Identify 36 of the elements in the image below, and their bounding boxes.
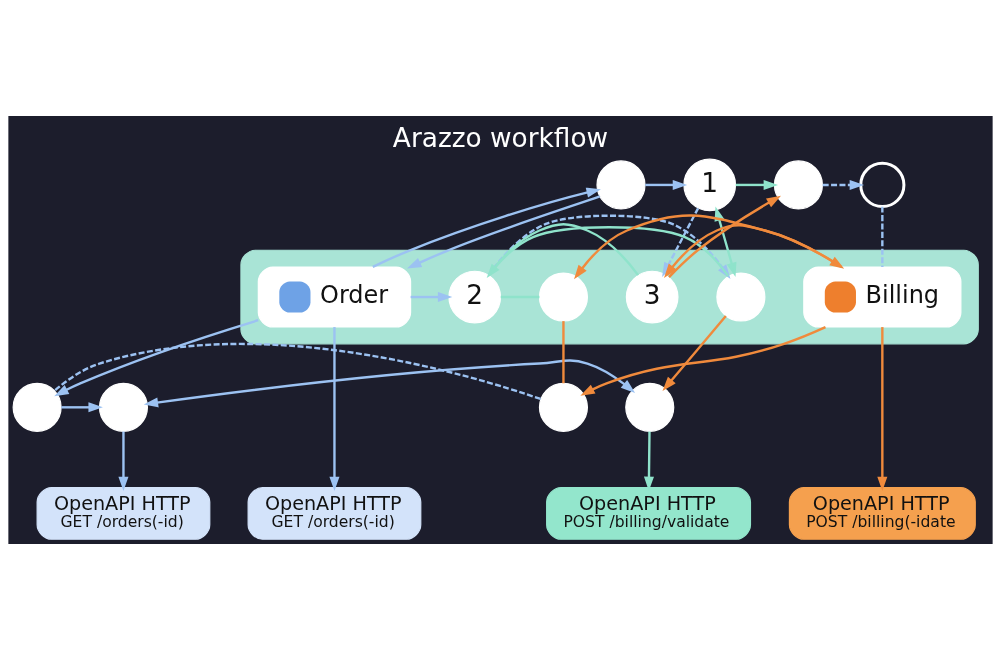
- diagram-title: Arazzo workflow: [392, 122, 609, 153]
- node-circle: 1: [683, 158, 737, 212]
- arrow: [372, 187, 601, 269]
- arrow: [822, 179, 865, 190]
- node-circle: [538, 382, 588, 432]
- arrow: [118, 431, 129, 492]
- arrow: [410, 291, 453, 303]
- node-circle: [859, 161, 906, 208]
- node-box: OpenAPI HTTP GET /orders(-id): [247, 487, 422, 540]
- node-box: Billing: [803, 266, 962, 328]
- node-circle: [625, 382, 675, 432]
- arrow: [61, 402, 103, 413]
- arrow: [645, 179, 688, 190]
- node-person: [773, 160, 823, 210]
- arrow: [54, 319, 259, 397]
- node-box: OpenAPI HTTP GET /orders(-id): [36, 487, 211, 540]
- arrow: [406, 195, 601, 269]
- node-circle: [98, 382, 149, 432]
- arrow: [735, 179, 779, 190]
- node-box: OpenAPI HTTP POST /billing/validate: [546, 487, 752, 540]
- node-box: Order: [257, 266, 412, 328]
- node-circle: [12, 382, 62, 432]
- node-circle: 3: [625, 270, 679, 324]
- connector: [53, 342, 541, 401]
- arrow: [877, 327, 888, 492]
- arrow: [143, 359, 636, 408]
- arrow: [662, 315, 727, 392]
- connector: [881, 206, 884, 267]
- arrow: [580, 326, 826, 396]
- node-circle: 2: [448, 270, 502, 324]
- connector: [562, 321, 565, 384]
- node-person: [538, 272, 588, 322]
- arrow: [329, 327, 340, 492]
- node-person: [596, 160, 646, 210]
- node-box: OpenAPI HTTP POST /billing(-idate: [788, 487, 976, 540]
- node-person: [716, 272, 766, 322]
